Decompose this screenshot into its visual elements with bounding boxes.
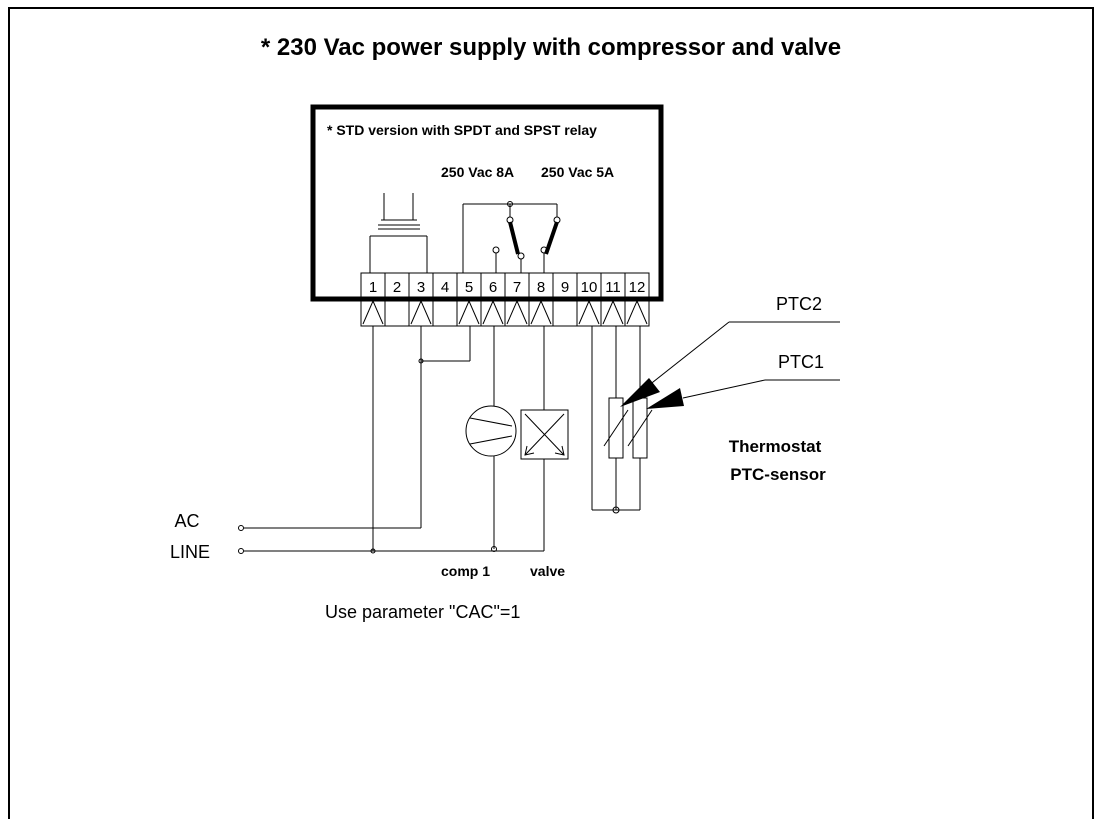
terminal-label: 6 [489,279,497,296]
terminal-label: 5 [465,279,473,296]
controller-version-label: * STD version with SPDT and SPST relay [327,122,597,138]
terminal-wire-entry [506,299,528,325]
terminal-wire-entry [482,299,504,325]
terminal-wire-entry [530,299,552,325]
relay-rating-5a: 250 Vac 5A [541,164,614,180]
terminal-label: 2 [393,279,401,296]
ptc1-sensor [627,397,653,459]
compressor-symbol [465,405,517,457]
relay-arm-2 [544,221,559,255]
terminal-label: 10 [581,279,598,296]
terminal-label: 7 [513,279,521,296]
terminal-wire-entry [626,299,648,325]
relay-contacts [462,201,561,273]
ptc-sensor-wiring [591,326,641,514]
ac-label: AC [174,511,199,531]
controller-box [310,104,664,302]
terminal-label: 11 [605,279,621,296]
ptc2-label: PTC2 [776,294,822,314]
comp1-label: comp 1 [441,563,490,579]
terminal-label: 8 [537,279,545,296]
ptc2-leader [620,321,840,407]
terminal-wire-entry [362,299,384,325]
terminal-wire-entry [602,299,624,325]
terminal-label: 3 [417,279,425,296]
thermostat-label: Thermostat [729,437,822,456]
transformer-symbol [369,193,428,273]
ptc2-sensor [603,397,629,459]
terminal-wire-entry [410,299,432,325]
ptc1-label: PTC1 [778,352,824,372]
page-frame [8,7,1094,819]
terminal-label: 12 [629,279,646,296]
terminal-label: 1 [369,279,377,296]
relay-rating-8a: 250 Vac 8A [441,164,514,180]
external-wiring [238,326,545,554]
terminal-label: 4 [441,279,449,296]
relay-arm-1 [508,221,520,255]
parameter-note: Use parameter "CAC"=1 [325,602,520,622]
diagram-title: * 230 Vac power supply with compressor a… [261,34,841,61]
ptc1-leader [646,379,840,409]
ptc-sensor-label: PTC-sensor [730,465,826,484]
terminal-label: 9 [561,279,569,296]
line-label: LINE [170,542,210,562]
terminal-wire-entry [578,299,600,325]
valve-label: valve [530,563,565,579]
valve-symbol [520,409,569,460]
terminal-wire-entry [458,299,480,325]
